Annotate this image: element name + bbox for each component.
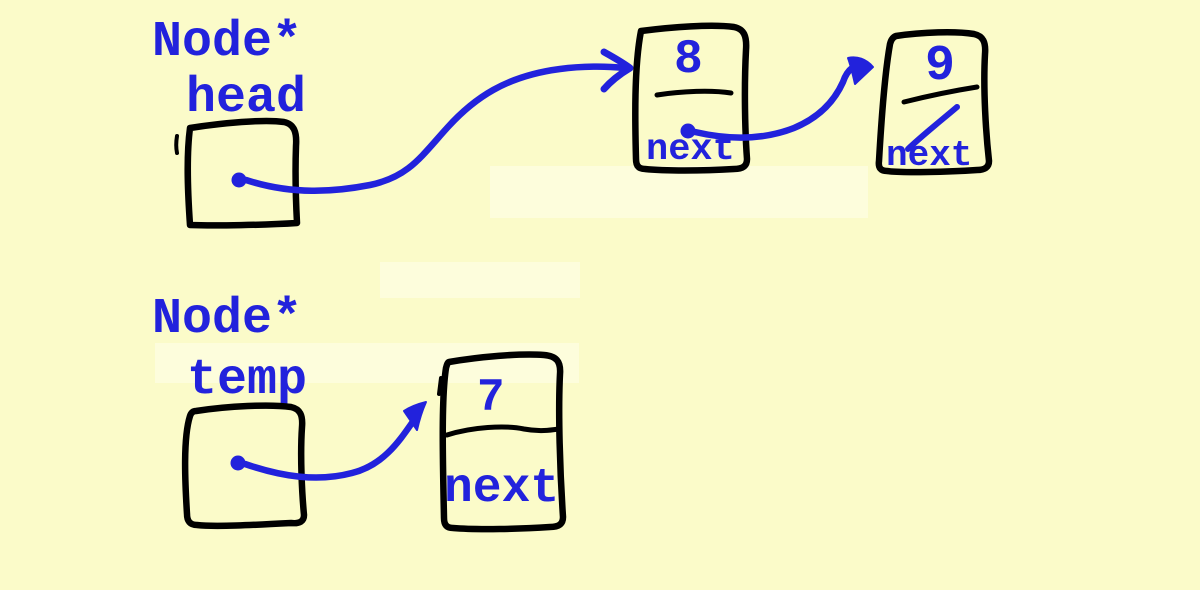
- canvas-bottom-edge: [0, 590, 1200, 600]
- node-8-box: [632, 22, 751, 174]
- head-box-pen-tick: [174, 134, 179, 155]
- node-8-divider: [654, 88, 734, 98]
- head-pointer-group: Node* head: [152, 14, 306, 229]
- node-9-next-label: next: [886, 135, 972, 176]
- temp-pointer-dot: [230, 455, 246, 471]
- node-8-value: 8: [674, 33, 703, 87]
- node-8-group: 8 next: [632, 22, 751, 174]
- node-7-pen-tick: [437, 376, 443, 396]
- node-8-next-dot: [680, 123, 696, 139]
- node-7-value: 7: [477, 372, 505, 424]
- node-9-box: [875, 29, 993, 176]
- node-8-pen-tick: [635, 38, 641, 65]
- arrow-node8-to-node9: [691, 64, 856, 141]
- head-type-label: Node*: [152, 14, 302, 71]
- node-7-group: 7 next: [437, 351, 567, 533]
- temp-pointer-box: [181, 402, 308, 530]
- node-7-next-label: next: [444, 462, 559, 516]
- node-9-null-slash: [905, 104, 960, 152]
- node-9-divider: [901, 84, 980, 105]
- head-pointer-box: [184, 117, 301, 229]
- arrowhead-head-to-node8: [600, 48, 634, 93]
- temp-type-label: Node*: [152, 291, 302, 348]
- eraser-highlight-3: [155, 343, 579, 383]
- arrow-head-to-node8: [242, 63, 628, 194]
- node-9-group: 9 next: [875, 29, 993, 176]
- temp-name-label: temp: [187, 352, 307, 409]
- head-pointer-dot: [231, 172, 247, 188]
- node-7-divider: [444, 424, 562, 438]
- arrowhead-node8-to-node9: [847, 56, 874, 85]
- arrow-temp-to-node7: [241, 416, 418, 481]
- eraser-highlight-2: [380, 262, 580, 298]
- head-name-label: head: [186, 70, 306, 127]
- node-9-value: 9: [925, 38, 955, 95]
- eraser-highlight-1: [490, 166, 868, 218]
- temp-pointer-group: Node* temp: [152, 291, 308, 530]
- node-7-box: [439, 351, 567, 533]
- arrowhead-temp-to-node7: [403, 401, 427, 431]
